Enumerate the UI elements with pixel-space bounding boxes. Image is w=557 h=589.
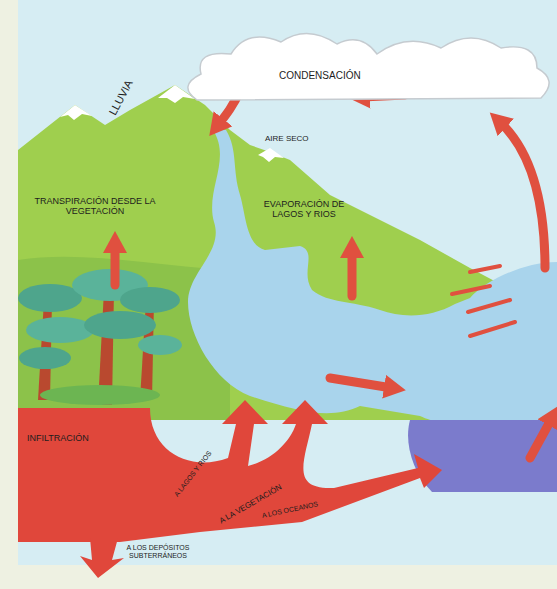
process-label: EVAPORACIÓN DE LAGOS Y RIOS — [248, 199, 360, 220]
cloud — [188, 33, 549, 100]
process-label: LLUVIA — [106, 78, 135, 117]
process-label: A LAGOS Y RIOS — [173, 450, 214, 499]
snow-peak — [258, 148, 284, 162]
process-label: INFILTRACIÓN — [27, 433, 89, 443]
process-arrows — [115, 90, 552, 458]
runoff-streaks — [452, 266, 515, 336]
sky — [18, 0, 557, 565]
trees — [18, 269, 182, 405]
cloud-outline — [175, 22, 557, 114]
arrow-down — [80, 538, 124, 578]
snow-peak — [60, 105, 92, 120]
process-label: CONDENSACIÓN — [279, 70, 361, 82]
process-label: AIRE SECO — [265, 134, 309, 143]
process-label: A LOS DEPÓSITOS SUBTERRÁNEOS — [118, 544, 198, 560]
cloud-shape: CONDENSACIÓN — [175, 22, 557, 114]
process-label: A LOS OCEANOS — [261, 500, 319, 520]
process-label: A LA VEGETACIÓN — [218, 482, 284, 525]
river-lake — [188, 130, 557, 426]
infiltration-band — [18, 400, 442, 542]
process-label: TRANSPIRACIÓN DESDE LA VEGETACIÓN — [22, 196, 168, 217]
